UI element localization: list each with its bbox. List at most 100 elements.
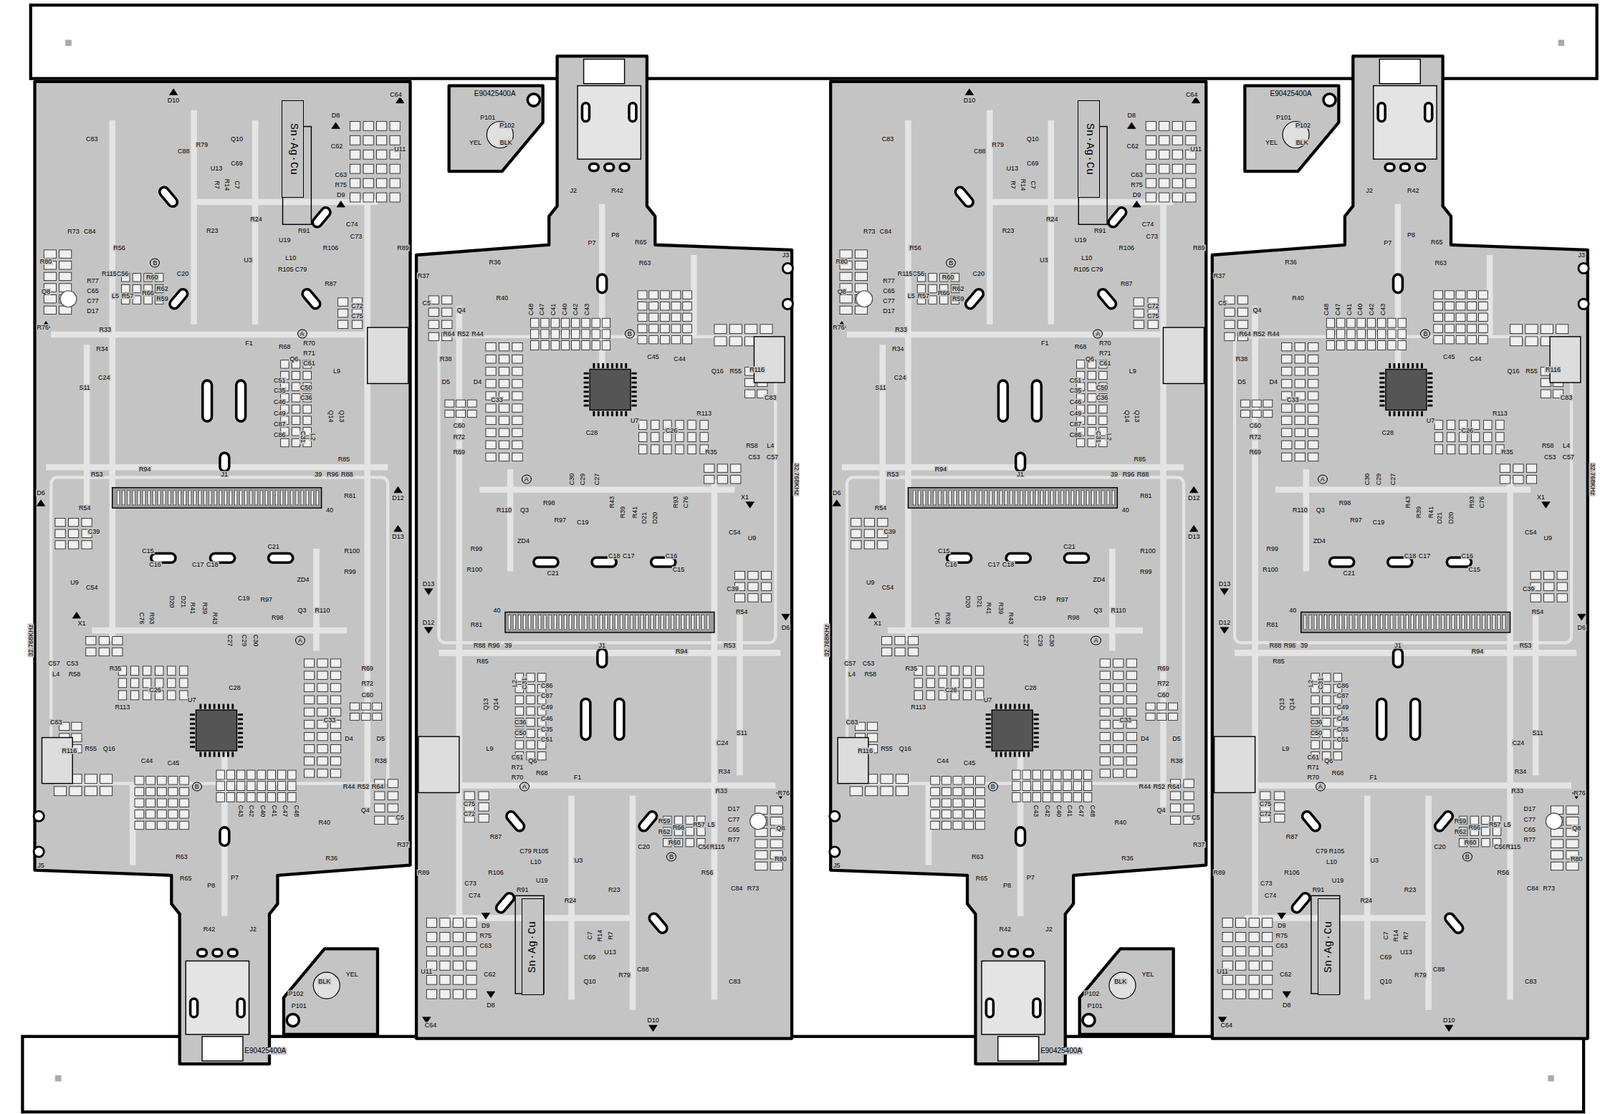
part-designator: C5 xyxy=(1217,299,1228,306)
smd-pad xyxy=(84,786,97,797)
part-designator: C57 xyxy=(843,659,857,667)
part-designator: R76 xyxy=(776,789,791,797)
part-designator: C15 xyxy=(937,548,951,555)
part-designator: R66 xyxy=(937,289,951,296)
smd-pad xyxy=(1387,318,1396,328)
smd-pad xyxy=(134,821,145,830)
smd-pad xyxy=(1032,770,1041,780)
smd-pad xyxy=(770,861,783,870)
connector-pin xyxy=(1380,615,1383,630)
smd-pad xyxy=(895,774,908,784)
chip-pin xyxy=(985,717,991,721)
part-designator: U13 xyxy=(603,948,617,956)
part-designator: D6 xyxy=(35,489,46,496)
part-designator: R58 xyxy=(863,671,878,678)
part-designator: Q10 xyxy=(230,135,244,142)
smd-pad xyxy=(975,821,985,830)
smd-pad xyxy=(1053,770,1062,780)
usb-connector xyxy=(1373,85,1437,160)
part-designator: R52 xyxy=(1252,330,1267,337)
smd-pad xyxy=(1281,367,1292,376)
part-designator: D8 xyxy=(1127,111,1138,119)
part-designator: C27 xyxy=(226,634,233,648)
smd-pad xyxy=(651,420,660,430)
smd-pad xyxy=(118,678,127,688)
connector-pin xyxy=(219,490,222,506)
part-designator: R54 xyxy=(78,505,92,512)
smd-pad xyxy=(1557,582,1568,591)
part-designator: C65 xyxy=(727,826,741,833)
smd-pad xyxy=(132,273,141,282)
chip-pin xyxy=(1018,704,1021,710)
smd-pad xyxy=(697,827,706,836)
smd-pad xyxy=(1236,932,1247,943)
smd-pad xyxy=(1467,302,1477,311)
part-designator: R7 xyxy=(212,179,220,190)
smd-pad xyxy=(975,678,984,688)
smd-pad xyxy=(303,416,311,425)
smd-pad xyxy=(839,272,852,281)
smd-pad xyxy=(376,192,387,203)
connector-pin xyxy=(630,615,633,630)
smd-pad xyxy=(168,821,178,830)
part-designator: Q16 xyxy=(898,745,913,753)
part-designator: C33 xyxy=(1286,396,1300,404)
part-designator: R41 xyxy=(984,601,991,616)
smd-pad xyxy=(216,781,225,792)
smd-pad xyxy=(682,290,693,299)
part-designator: C31 xyxy=(520,677,528,691)
board-code: E90425400A xyxy=(1039,1047,1083,1055)
part-designator: C26 xyxy=(944,686,958,693)
smd-pad xyxy=(156,776,167,785)
smd-pad xyxy=(755,851,768,860)
oval-slot xyxy=(597,274,607,294)
chip-pin xyxy=(1013,704,1017,710)
smd-pad xyxy=(337,320,348,329)
oval-slot xyxy=(1290,891,1312,915)
chip-pin xyxy=(1420,363,1424,369)
smd-pad xyxy=(551,341,559,351)
part-designator: C30 xyxy=(1364,472,1371,487)
smd-pad xyxy=(601,329,610,339)
part-designator: P101 xyxy=(290,1003,308,1010)
smd-pad xyxy=(591,329,600,339)
smd-pad xyxy=(466,975,477,985)
part-designator: L2 xyxy=(1104,432,1112,442)
smd-pad xyxy=(729,336,742,347)
connector-pin xyxy=(1400,615,1403,630)
diode-symbol xyxy=(331,122,340,129)
chip-pin xyxy=(189,736,195,739)
chip-pin xyxy=(631,376,637,380)
smd-pad xyxy=(1281,416,1292,425)
part-designator: C5 xyxy=(422,299,433,306)
mount-hole xyxy=(1082,1013,1095,1027)
j1-connector xyxy=(907,487,1118,509)
slot-group xyxy=(1008,949,1019,957)
part-designator: F1 xyxy=(244,339,254,347)
smd-pad xyxy=(1133,308,1144,317)
copper-trace xyxy=(887,627,1143,635)
connector-pin xyxy=(666,615,669,630)
smd-pad xyxy=(134,798,145,807)
smd-pad xyxy=(512,379,523,388)
part-designator: R91 xyxy=(1093,227,1108,234)
smd-pad xyxy=(456,409,466,418)
chip-pin xyxy=(1397,363,1401,369)
part-designator: D5 xyxy=(1171,735,1182,743)
smd-pad xyxy=(1113,659,1124,668)
part-designator: R96 xyxy=(487,642,501,650)
smd-pad xyxy=(132,284,141,293)
smd-pad xyxy=(1063,792,1072,802)
smd-pad xyxy=(156,810,167,819)
smd-pad xyxy=(144,295,152,304)
smd-pad xyxy=(1087,394,1096,402)
smd-pad xyxy=(950,666,959,676)
smd-pad xyxy=(649,324,659,333)
part-designator: R33 xyxy=(894,326,908,333)
smd-pad xyxy=(68,518,79,526)
diode-symbol xyxy=(832,500,841,507)
smd-pad xyxy=(439,960,450,971)
smd-pad xyxy=(1236,960,1247,971)
smd-pad xyxy=(864,529,875,538)
